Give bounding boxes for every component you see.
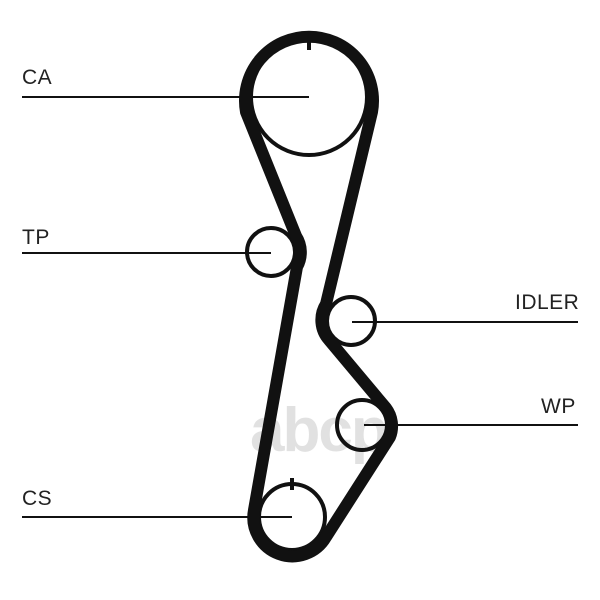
label-ca: CA xyxy=(22,66,53,89)
label-tp: TP xyxy=(22,226,50,249)
timing-belt xyxy=(239,30,398,563)
label-wp: WP xyxy=(541,395,576,418)
label-idler: IDLER xyxy=(515,291,580,314)
label-cs: CS xyxy=(22,487,53,510)
